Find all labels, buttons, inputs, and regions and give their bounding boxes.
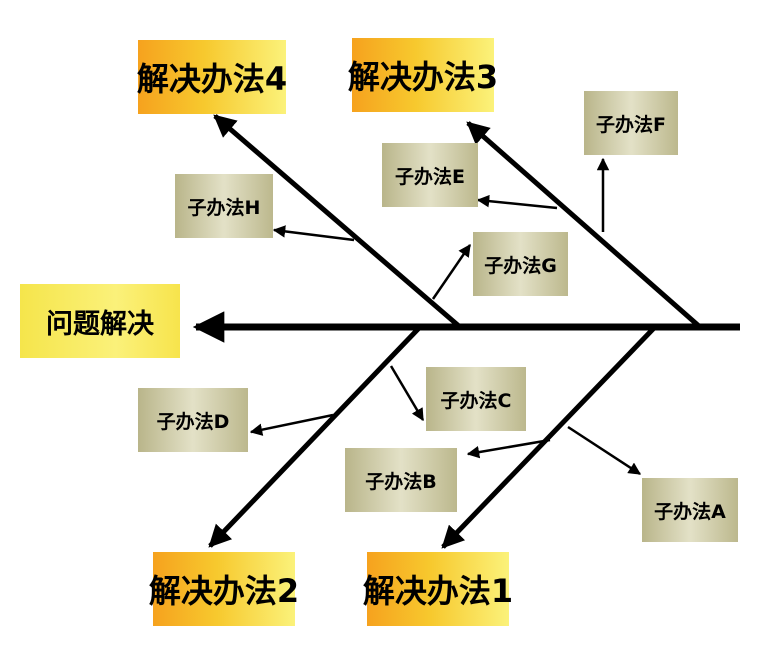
arrow-sub-D: [249, 413, 334, 436]
arrow-sub-B: [466, 438, 551, 459]
arrow-sub-A: [567, 425, 642, 476]
arrow-sub-H: [272, 225, 355, 242]
sub-method-F: 子办法F: [584, 91, 678, 155]
bone-solution-1: [441, 325, 657, 549]
solution-4-box: 解决办法4: [137, 40, 287, 114]
solution-1-box: 解决办法1: [363, 552, 513, 626]
bone-solution-2: [208, 325, 422, 548]
sub-method-E: 子办法E: [382, 143, 478, 207]
arrow-sub-G: [431, 243, 472, 300]
arrow-sub-E: [476, 194, 558, 210]
problem-box: 问题解决: [20, 284, 180, 358]
solution-3-box: 解决办法3: [348, 38, 498, 112]
sub-method-C: 子办法C: [426, 367, 526, 431]
bone-solution-3: [466, 121, 702, 329]
solution-2-box: 解决办法2: [149, 552, 299, 626]
bone-solution-4: [213, 114, 462, 329]
sub-method-A: 子办法A: [642, 478, 738, 542]
sub-method-D: 子办法D: [138, 388, 248, 452]
sub-method-G: 子办法G: [473, 232, 568, 296]
sub-method-B: 子办法B: [345, 448, 457, 512]
sub-method-H: 子办法H: [175, 174, 273, 238]
arrow-sub-C: [389, 365, 425, 422]
